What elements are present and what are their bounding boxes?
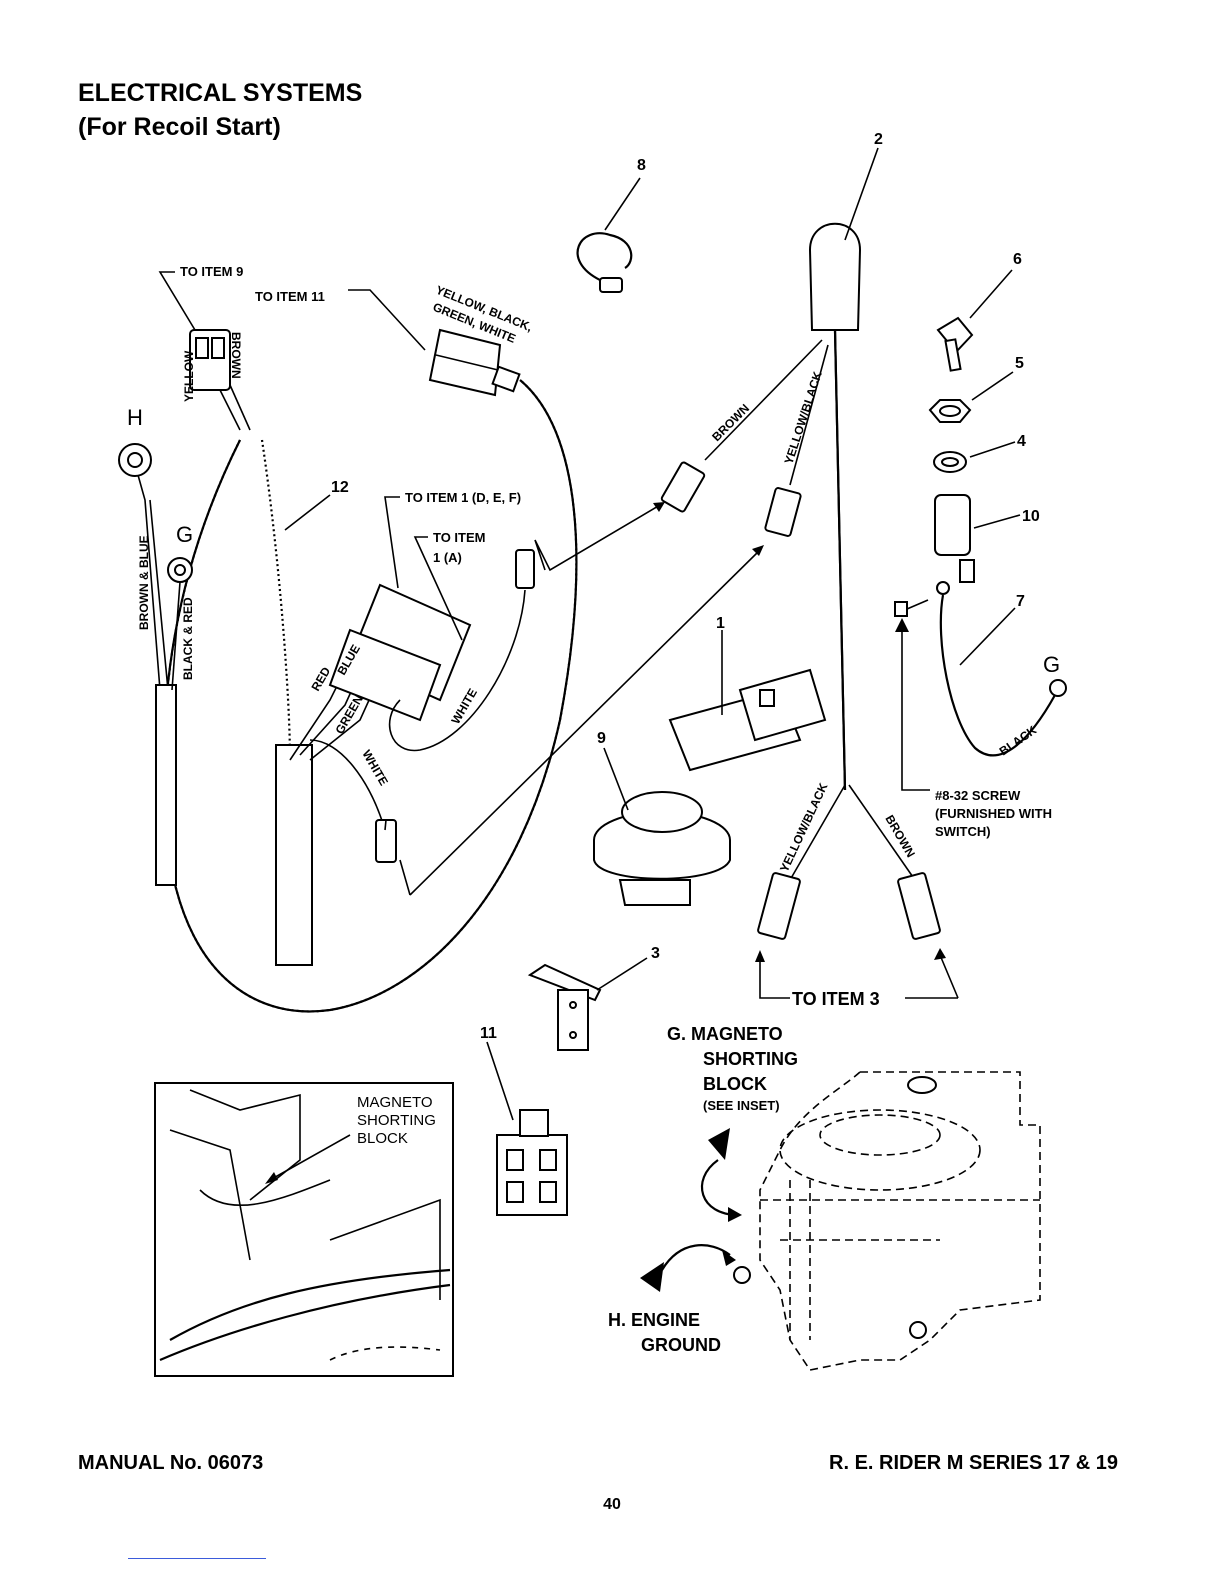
item-number-12: 12: [331, 479, 349, 496]
leader-to-item-1-def: [384, 496, 400, 589]
label-inset-line3: BLOCK: [357, 1130, 408, 1147]
brown-spade: [660, 461, 706, 513]
screw: [894, 599, 929, 617]
leader-item-12: [284, 494, 331, 531]
engine-drawing: [733, 1071, 1041, 1371]
model-series: R. E. RIDER M SERIES 17 & 19: [829, 1452, 1118, 1474]
item-number-5: 5: [1015, 355, 1024, 372]
label-to-item-1a-line1: TO ITEM: [433, 530, 485, 545]
item-number-8: 8: [637, 157, 646, 174]
bullet-connector-a: [515, 549, 535, 589]
label-to-item-1a-line2: 1 (A): [433, 550, 462, 565]
wire-brown-blue: BROWN & BLUE: [137, 535, 151, 630]
bottom-rule: [128, 1558, 266, 1559]
engine-ground-arrow: [640, 1262, 664, 1292]
item-5-nut: [928, 399, 972, 423]
connector-to-item-9: [189, 329, 231, 391]
item-2-harness: [660, 222, 941, 940]
spade-to-item-3-right: [897, 872, 941, 940]
letter-g-left: G: [176, 522, 193, 547]
wire-black-red: BLACK & RED: [181, 597, 195, 680]
label-g-see-inset: (SEE INSET): [703, 1098, 780, 1113]
item-6-key: [936, 316, 974, 372]
item-number-4: 4: [1017, 433, 1026, 450]
leader-to-item-9: [158, 271, 196, 331]
label-to-item-9: TO ITEM 9: [180, 264, 243, 279]
spade-to-item-3-left: [757, 872, 801, 940]
label-screw-line3: SWITCH): [935, 824, 991, 839]
label-g-shorting: SHORTING: [703, 1049, 798, 1069]
letter-g-right: G: [1043, 652, 1060, 677]
manual-number: MANUAL No. 06073: [78, 1452, 264, 1474]
wire-red: RED: [308, 664, 333, 693]
item-11-relay: [496, 1109, 568, 1216]
item-number-10: 10: [1022, 508, 1040, 525]
label-to-item-3: TO ITEM 3: [792, 989, 880, 1009]
item-7-ground-wire: [936, 581, 1067, 757]
label-screw-line1: #8-32 SCREW: [935, 788, 1021, 803]
label-inset-line2: SHORTING: [357, 1112, 436, 1129]
label-to-item-1-def: TO ITEM 1 (D, E, F): [405, 490, 521, 505]
wire-black: BLACK: [997, 723, 1040, 759]
wire-brown: BROWN: [229, 332, 243, 379]
ring-terminal-g: [167, 557, 193, 691]
item-number-9: 9: [597, 730, 606, 747]
wire-yellow: YELLOW: [182, 350, 196, 402]
label-g-magneto: G. MAGNETO: [667, 1024, 783, 1044]
item-number-11: 11: [480, 1025, 497, 1042]
leader-to-item-1a: [413, 536, 463, 641]
wire-white-1: WHITE: [448, 686, 479, 726]
item-4-washer: [933, 451, 967, 473]
item-number-2: 2: [874, 131, 883, 148]
item-3-bracket: [527, 963, 602, 1051]
item-1-connector: [668, 668, 827, 772]
label-g-block: BLOCK: [703, 1074, 767, 1094]
item-number-7: 7: [1016, 593, 1025, 610]
page-number: 40: [603, 1496, 621, 1513]
wire-sleeve: [155, 684, 177, 886]
connector-to-item-1-def: [328, 583, 472, 722]
item-8-clip: [576, 232, 633, 293]
yellow-black-spade: [764, 487, 802, 537]
item-9-seat-switch: [593, 791, 731, 906]
item-number-1: 1: [716, 615, 725, 632]
item-number-6: 6: [1013, 251, 1022, 268]
wire-brown-3: BROWN: [882, 813, 917, 860]
page-title: ELECTRICAL SYSTEMS: [78, 79, 363, 107]
label-h-ground: GROUND: [641, 1335, 721, 1355]
connector-to-item-11: [428, 328, 521, 397]
item-10-switch: [934, 494, 975, 583]
ring-terminal-h: [118, 443, 177, 886]
letter-h: H: [127, 405, 143, 430]
harness-sleeve: [275, 744, 313, 966]
wire-brown-2: BROWN: [709, 401, 752, 444]
label-h-engine: H. ENGINE: [608, 1310, 700, 1330]
magneto-block-arrow: [708, 1128, 730, 1160]
leader-to-item-11: [348, 289, 426, 351]
wire-yellow-black: YELLOW/BLACK: [782, 369, 825, 466]
wire-yellow-black-2: YELLOW/BLACK: [777, 780, 831, 874]
label-screw-line2: (FURNISHED WITH: [935, 806, 1052, 821]
label-inset-line1: MAGNETO: [357, 1094, 433, 1111]
label-to-item-11: TO ITEM 11: [255, 289, 325, 304]
item-number-3: 3: [651, 945, 660, 962]
inset-photo: [154, 1082, 454, 1377]
page-subtitle: (For Recoil Start): [78, 113, 281, 141]
